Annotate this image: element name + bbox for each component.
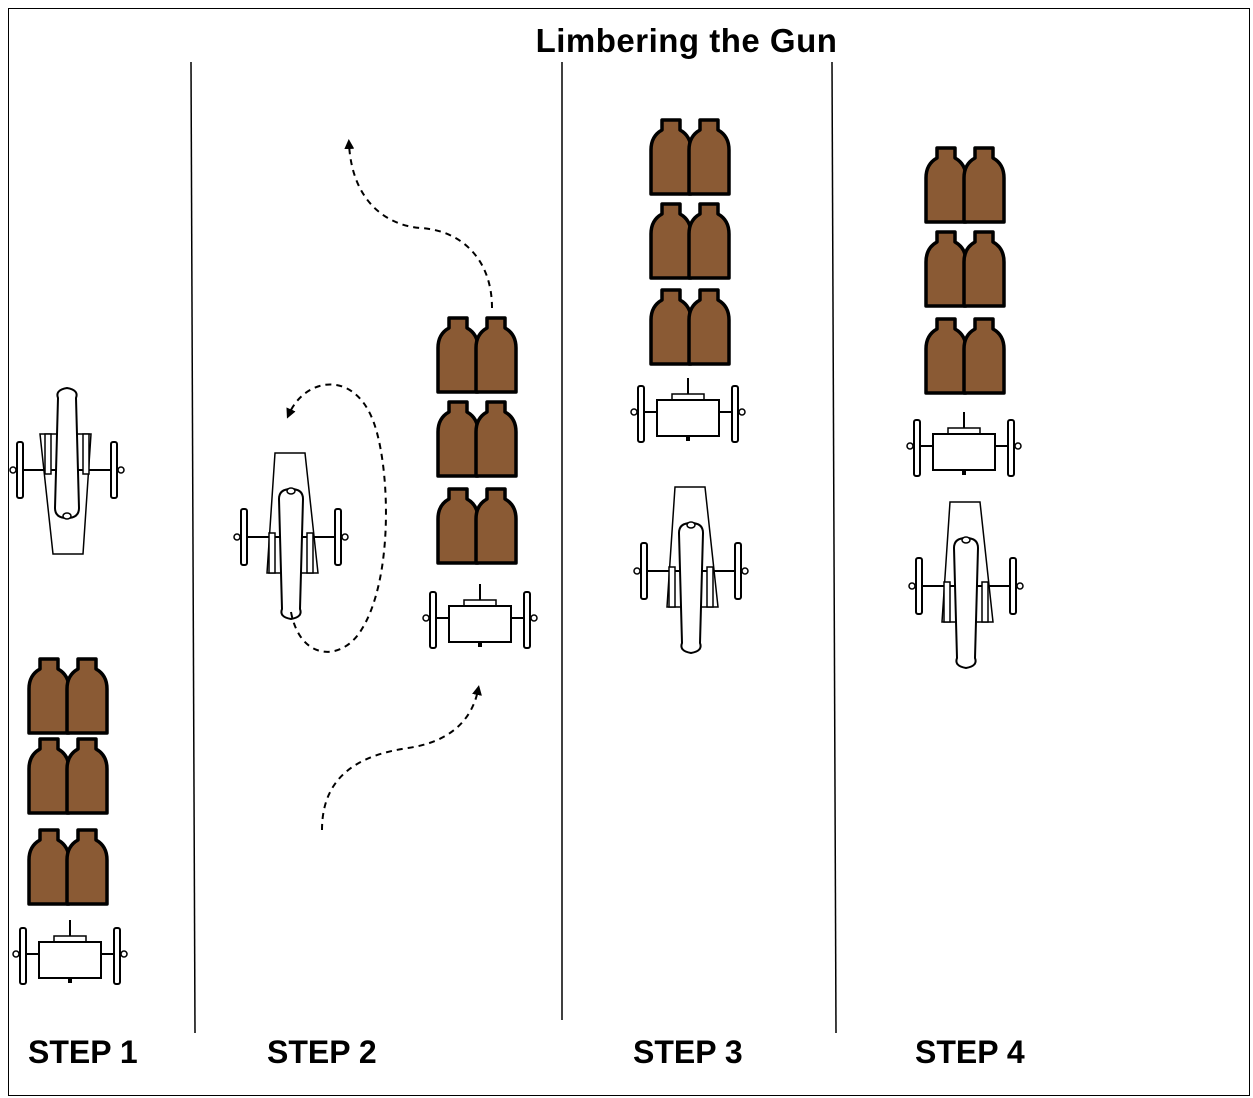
divider-1 [190, 61, 196, 1034]
step4-gun [908, 501, 1024, 669]
step3-gun [633, 486, 749, 654]
step2-path-approach [321, 685, 482, 831]
step-1-label: STEP 1 [28, 1034, 138, 1070]
divider-3 [831, 61, 837, 1034]
step3-team [630, 120, 746, 443]
step2-team [422, 318, 538, 649]
step1-gun [9, 387, 125, 555]
step1-team [12, 659, 128, 985]
step-2-label: STEP 2 [267, 1034, 377, 1070]
step-3-label: STEP 3 [633, 1034, 743, 1070]
step4-team [906, 148, 1022, 477]
diagram-frame [8, 8, 1250, 1096]
diagram-title: Limbering the Gun [535, 22, 838, 59]
step2-gun [233, 452, 349, 620]
step-4-label: STEP 4 [915, 1034, 1025, 1070]
step2-path-departure [344, 139, 493, 309]
step2-path-gun-turn [286, 383, 387, 653]
